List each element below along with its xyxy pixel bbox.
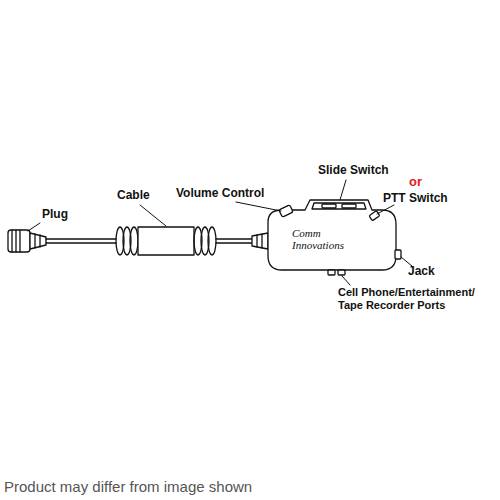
part-label: Cable bbox=[117, 188, 150, 202]
part-label: Cell Phone/Entertainment/ Tape Recorder … bbox=[338, 286, 488, 312]
part-label: Slide Switch bbox=[318, 163, 389, 177]
alternative-word: or bbox=[409, 174, 422, 190]
control-housing bbox=[268, 200, 401, 275]
part-label: Plug bbox=[42, 207, 68, 221]
brand-logo: Comm Innovations bbox=[292, 228, 354, 251]
part-label: Volume Control bbox=[176, 186, 264, 200]
leader-lines bbox=[28, 180, 412, 285]
caption: Product may differ from image shown bbox=[4, 478, 252, 495]
part-label: PTT Switch bbox=[383, 191, 448, 205]
cable-drawing bbox=[46, 227, 268, 255]
part-label: Jack bbox=[408, 264, 435, 278]
plug-drawing bbox=[8, 230, 46, 252]
